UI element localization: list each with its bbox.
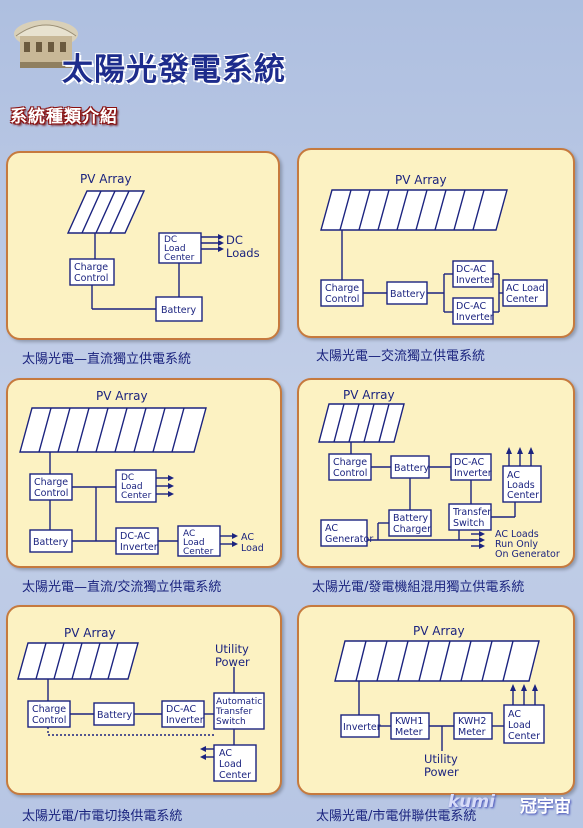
ac-load-center-label-2: Load	[219, 759, 242, 770]
utility-power-label-2: Power	[424, 765, 459, 779]
diagram-switch: PV Array Utility Power Charge Control Ba…	[17, 626, 265, 782]
dc-load-center-label-2: Load	[121, 482, 143, 492]
battery-label: Battery	[33, 537, 69, 548]
charge-control-label: Charge	[34, 477, 68, 488]
diagram-dc: PV Array Charge Control DC Load Center D…	[66, 172, 260, 322]
inverter-label: Inverter	[343, 722, 381, 733]
charge-control-label: Charge	[74, 262, 108, 273]
charge-control-label: Charge	[32, 704, 66, 715]
inverter2-label: DC-AC	[456, 301, 486, 312]
inverter1-label-2: Inverter	[456, 275, 494, 286]
dome-building-icon	[14, 20, 78, 68]
inverter-label: DC-AC	[120, 531, 150, 542]
charge-control-label-2: Control	[333, 468, 367, 479]
ats-label-3: Switch	[216, 717, 246, 727]
diagram-panel-switch: PV Array Utility Power Charge Control Ba…	[6, 605, 282, 795]
utility-power-label: Utility	[424, 752, 458, 766]
ac-generator-label-2: Generator	[325, 534, 373, 545]
run-only-label-3: On Generator	[495, 549, 560, 560]
ac-load-center-label: AC	[219, 748, 232, 759]
ac-generator-label: AC	[325, 523, 338, 534]
ac-loads-center-label-3: Center	[507, 490, 539, 501]
battery-charger-label: Battery	[393, 513, 429, 524]
dc-load-center-label-2: Load	[164, 244, 186, 254]
inverter1-label: DC-AC	[456, 264, 486, 275]
pv-array-label: PV Array	[64, 626, 116, 640]
diagram-parallel: PV Array Inverter KWH1 Meter KWH2 Meter …	[334, 624, 545, 779]
diagram-panel-dc: PV Array Charge Control DC Load Center D…	[6, 151, 280, 340]
inverter-label: DC-AC	[166, 704, 196, 715]
kwh1-label: KWH1	[395, 716, 423, 727]
ac-loads-center-label: AC	[507, 470, 520, 481]
inverter-label-2: Inverter	[120, 542, 158, 553]
inverter-label-2: Inverter	[166, 715, 204, 726]
dc-load-center-label-3: Center	[164, 253, 195, 263]
ac-load-center-label: AC Load	[506, 283, 545, 294]
section-subtitle: 系統種類介紹	[10, 107, 118, 127]
caption-switch: 太陽光電/市電切換供電系統	[22, 809, 183, 824]
dc-load-center-label-3: Center	[121, 491, 152, 501]
pv-array-label: PV Array	[413, 624, 465, 638]
charge-control-label-2: Control	[74, 273, 108, 284]
utility-power-label: Utility	[215, 642, 249, 656]
charge-control-label-2: Control	[32, 715, 66, 726]
battery-label: Battery	[390, 289, 426, 300]
page-title: 太陽光發電系統	[62, 52, 286, 88]
pv-array-label: PV Array	[395, 173, 447, 187]
diagram-panel-hybrid: PV Array Charge Control Battery DC-AC In…	[297, 378, 575, 568]
diagram-dcac: PV Array Charge Control DC Load Center B…	[19, 389, 264, 557]
diagram-ac: PV Array Charge Control Battery DC-AC In…	[320, 173, 548, 325]
ac-load-center-label-3: Center	[508, 731, 540, 742]
inverter2-label-2: Inverter	[456, 312, 494, 323]
battery-label: Battery	[97, 710, 133, 721]
ac-load-center-label: AC	[508, 709, 521, 720]
charge-control-label: Charge	[333, 457, 367, 468]
ac-load-center-label-2: Load	[183, 538, 205, 548]
watermark-logo: kumi	[448, 792, 495, 812]
battery-charger-label-2: Charger	[393, 524, 431, 535]
ac-load-center-label-2: Load	[508, 720, 531, 731]
battery-label: Battery	[394, 463, 430, 474]
caption-hybrid: 太陽光電/發電機組混用獨立供電系統	[312, 580, 525, 595]
caption-dc: 太陽光電—直流獨立供電系統	[22, 352, 192, 367]
diagram-panel-ac: PV Array Charge Control Battery DC-AC In…	[297, 148, 575, 338]
ac-load-center-label-2: Center	[506, 294, 538, 305]
diagram-hybrid: PV Array Charge Control Battery DC-AC In…	[318, 388, 560, 560]
kwh2-label: KWH2	[458, 716, 486, 727]
ac-load-center-label-3: Center	[183, 547, 214, 557]
run-only-label: AC Loads	[495, 529, 539, 540]
ac-loads-center-label-2: Loads	[507, 480, 535, 491]
ats-label: Automatic	[216, 697, 262, 707]
battery-label: Battery	[161, 305, 197, 316]
inverter-label-2: Inverter	[454, 468, 492, 479]
dc-load-center-label: DC	[121, 473, 134, 483]
kwh1-label-2: Meter	[395, 727, 423, 738]
ac-load-center-label: AC	[183, 529, 195, 539]
charge-control-label-2: Control	[325, 294, 359, 305]
diagram-panel-parallel: PV Array Inverter KWH1 Meter KWH2 Meter …	[297, 605, 575, 795]
ats-label-2: Transfer	[215, 707, 252, 717]
caption-parallel: 太陽光電/市電併聯供電系統	[316, 809, 477, 824]
inverter-label: DC-AC	[454, 457, 484, 468]
pv-array-label: PV Array	[80, 172, 132, 186]
ac-load-label-2: Load	[241, 543, 264, 554]
dc-loads-label: DC	[226, 233, 243, 247]
diagram-panel-dcac: PV Array Charge Control DC Load Center B…	[6, 378, 282, 568]
pv-array-label: PV Array	[96, 389, 148, 403]
transfer-switch-label: Transfer	[452, 507, 491, 518]
dc-loads-label-2: Loads	[226, 246, 260, 260]
utility-power-label-2: Power	[215, 655, 250, 669]
pv-array-label: PV Array	[343, 388, 395, 402]
dc-load-center-label: DC	[164, 235, 177, 245]
run-only-label-2: Run Only	[495, 539, 538, 550]
ac-load-label: AC	[241, 532, 254, 543]
ac-load-center-label-3: Center	[219, 770, 251, 781]
caption-ac: 太陽光電—交流獨立供電系統	[316, 349, 486, 364]
watermark-text: 冠宇宙	[520, 797, 571, 817]
kwh2-label-2: Meter	[458, 727, 486, 738]
caption-dcac: 太陽光電—直流/交流獨立供電系統	[22, 580, 222, 595]
transfer-switch-label-2: Switch	[453, 518, 484, 529]
charge-control-label: Charge	[325, 283, 359, 294]
charge-control-label-2: Control	[34, 488, 68, 499]
